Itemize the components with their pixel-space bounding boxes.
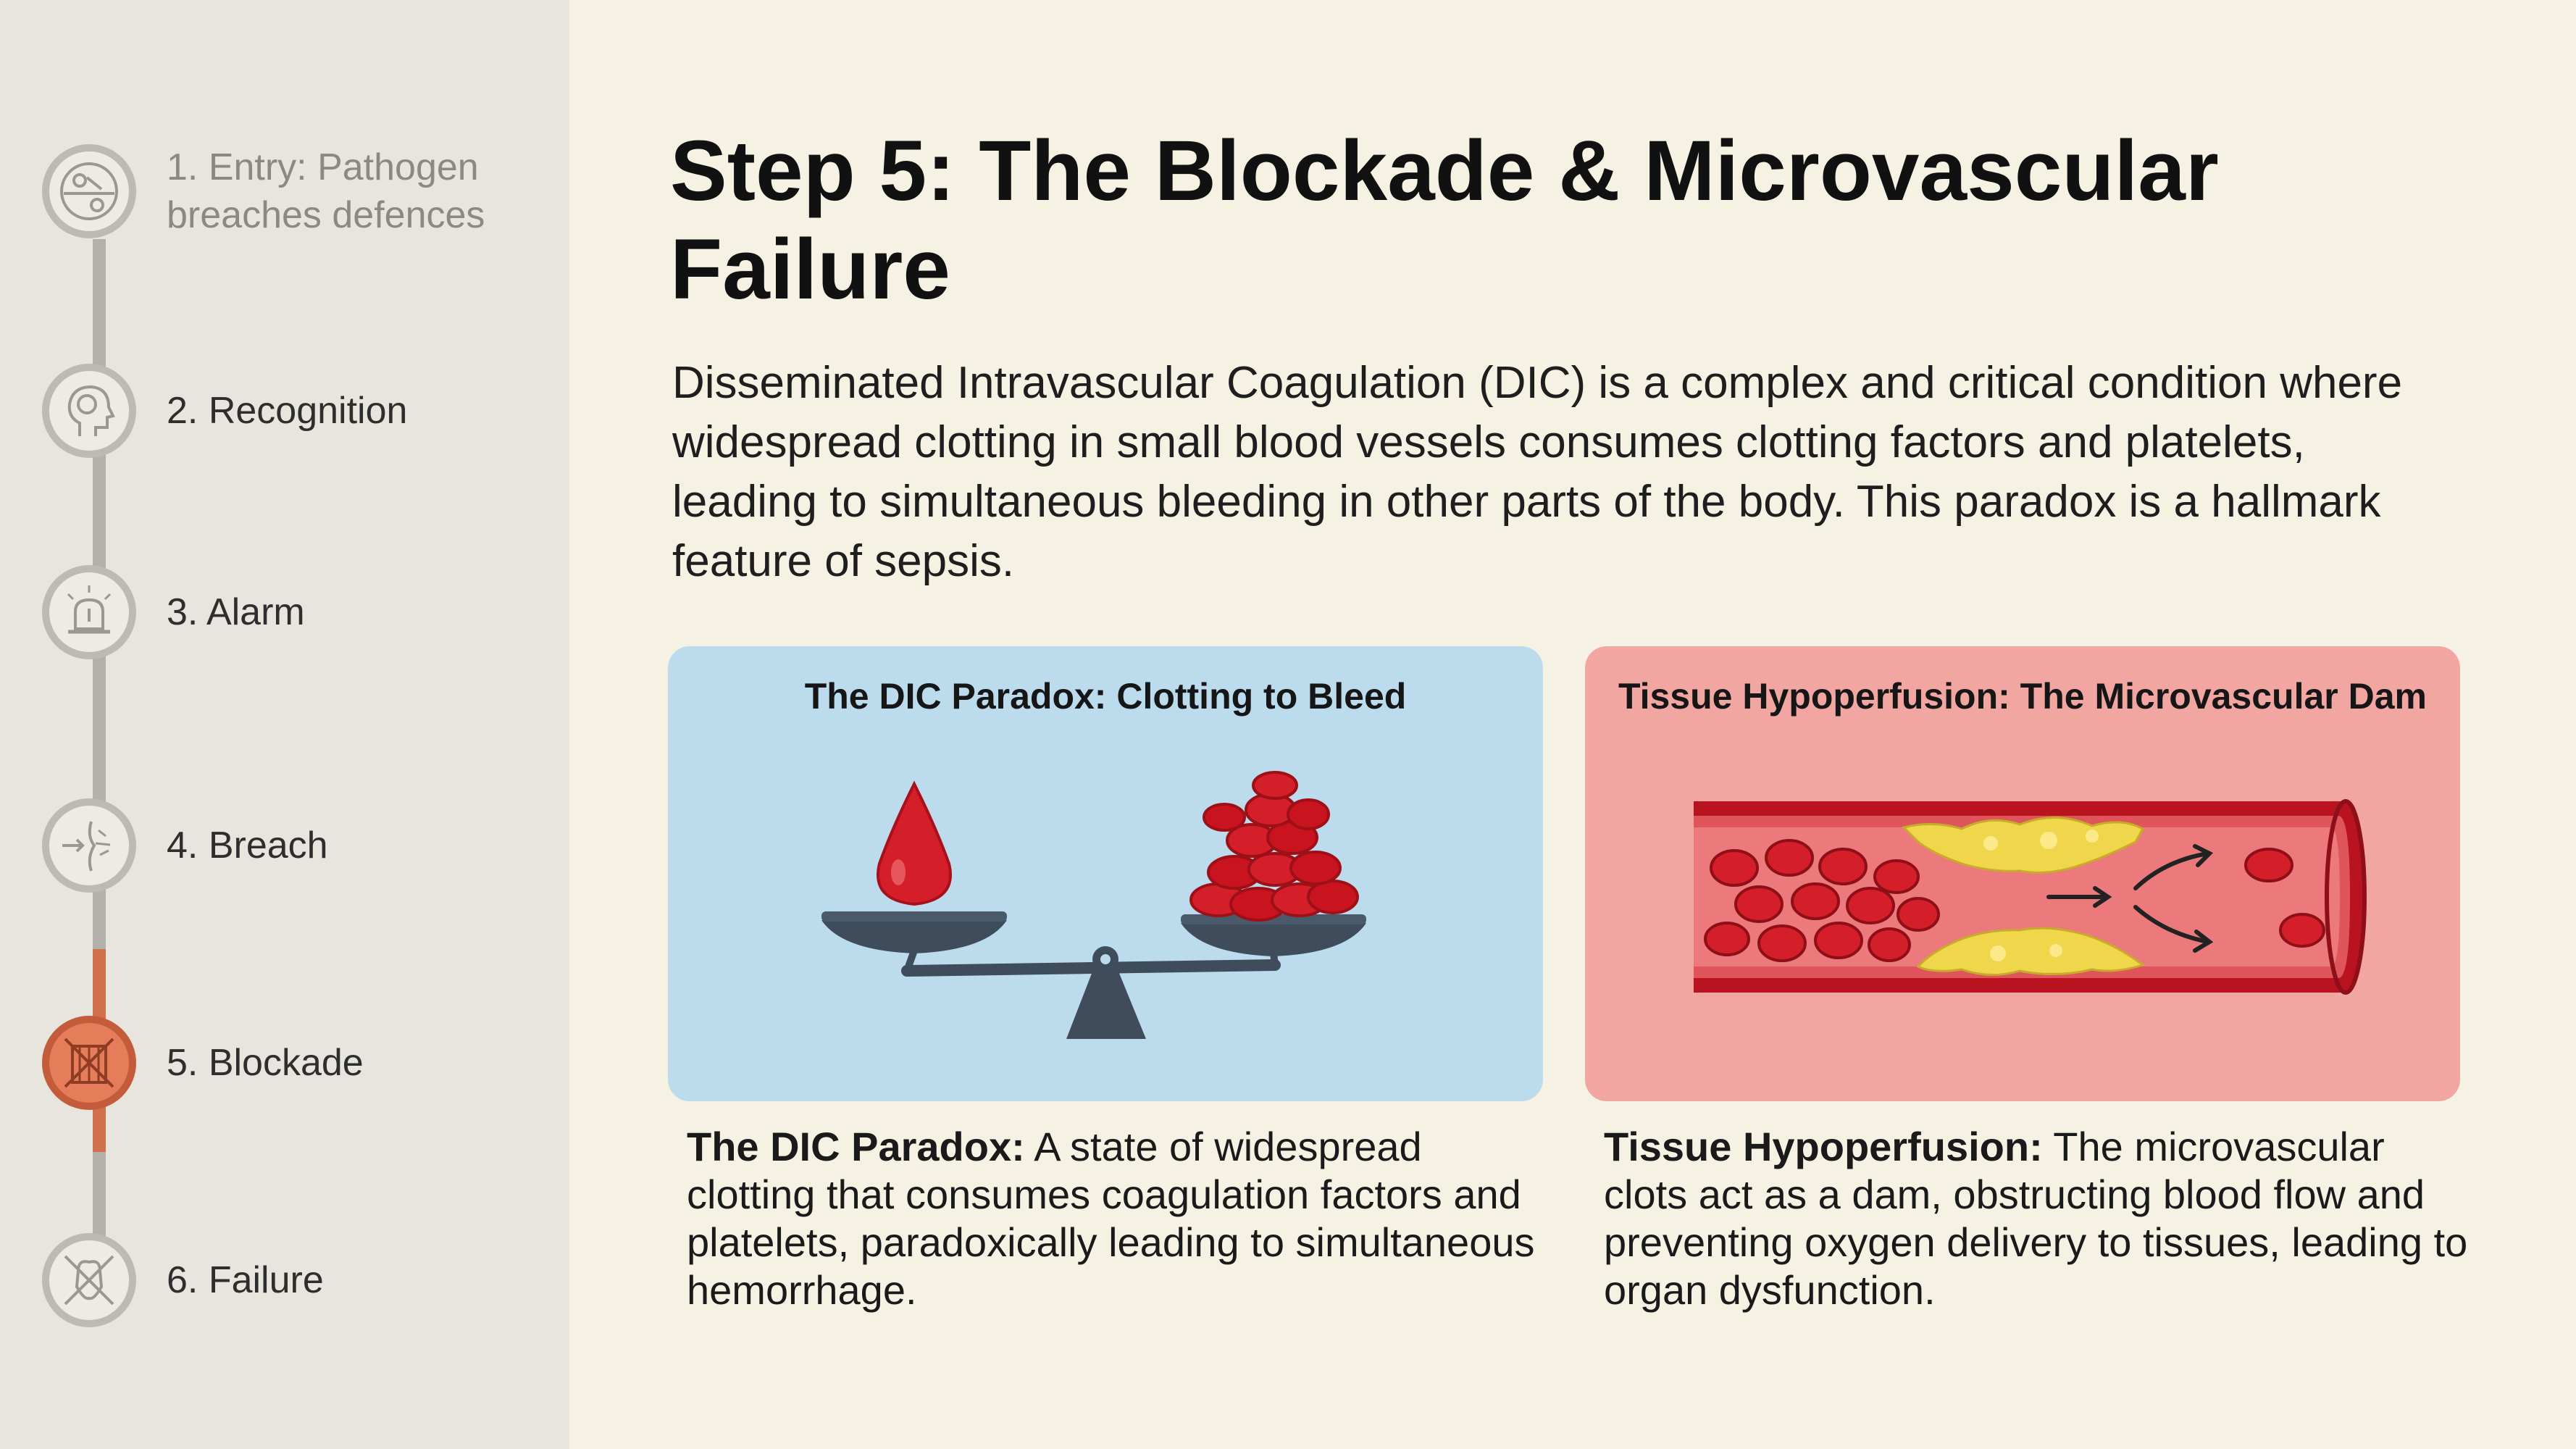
red-blood-cells (1704, 839, 2325, 962)
scale-fulcrum (1066, 952, 1146, 1039)
step-circle (42, 144, 136, 238)
tissue-hypoperfusion-panel: Tissue Hypoperfusion: The Microvascular … (1585, 646, 2460, 1101)
tissue-hypoperfusion-caption: Tissue Hypoperfusion: The microvascular … (1604, 1123, 2473, 1314)
sidebar-step-blockade[interactable]: 5. Blockade (42, 1016, 364, 1110)
intro-paragraph: Disseminated Intravascular Coagulation (… (672, 358, 2403, 586)
step-label: 5. Blockade (167, 1042, 364, 1084)
scale-beam (901, 959, 1281, 977)
blockade-icon (64, 1037, 114, 1088)
flow-arrows (2046, 844, 2214, 953)
breach-icon (62, 821, 111, 872)
dic-paradox-panel: The DIC Paradox: Clotting to Bleed (668, 646, 1543, 1101)
step-label: 4. Breach (167, 824, 328, 867)
sidebar-step-recognition[interactable]: 2. Recognition (42, 364, 407, 458)
caption-text: A state of widespread clotting that cons… (687, 1124, 1535, 1313)
red-blood-cells-pile (1189, 771, 1359, 922)
sidebar-step-entry[interactable]: 1. Entry: Pathogen breaches defences (42, 143, 543, 239)
sidebar-step-failure[interactable]: 6. Failure (42, 1233, 324, 1327)
step-sidebar: 1. Entry: Pathogen breaches defences 2. … (0, 0, 569, 1449)
clot-top (1902, 816, 2145, 874)
step-circle (42, 798, 136, 893)
caption-term: The DIC Paradox: (687, 1124, 1025, 1169)
step-circle (42, 1233, 136, 1327)
alarm-icon (67, 585, 112, 634)
sidebar-step-alarm[interactable]: 3. Alarm (42, 565, 305, 659)
step-label: 1. Entry: Pathogen breaches defences (167, 146, 485, 236)
scale-pan-left (821, 920, 1007, 953)
head-recognition-icon (67, 385, 115, 436)
panel-title: The DIC Paradox: Clotting to Bleed (804, 676, 1407, 717)
step-label: 2. Recognition (167, 390, 408, 432)
dic-paradox-caption: The DIC Paradox: A state of widespread c… (687, 1123, 1556, 1314)
caption-text: The microvascular clots act as a dam, ob… (1604, 1124, 2468, 1313)
clot-bottom (1916, 927, 2146, 976)
pathogen-icon (60, 162, 118, 220)
step-circle (42, 364, 136, 458)
blood-vessel-clot-illustration (1694, 799, 2367, 995)
blood-drop (877, 780, 952, 906)
balance-scale-illustration (821, 771, 1366, 1039)
step-circle (42, 565, 136, 659)
panel-title: Tissue Hypoperfusion: The Microvascular … (1618, 676, 2427, 717)
scale-pan-right (1181, 923, 1366, 956)
step-label: 6. Failure (167, 1259, 324, 1301)
page-title: Step 5: The Blockade & Microvascular Fai… (670, 123, 2219, 317)
failure-icon (64, 1255, 114, 1306)
step-label: 3. Alarm (167, 591, 305, 633)
sidebar-step-breach[interactable]: 4. Breach (42, 798, 328, 893)
caption-term: Tissue Hypoperfusion: (1604, 1124, 2043, 1169)
step-circle-active (42, 1016, 136, 1110)
